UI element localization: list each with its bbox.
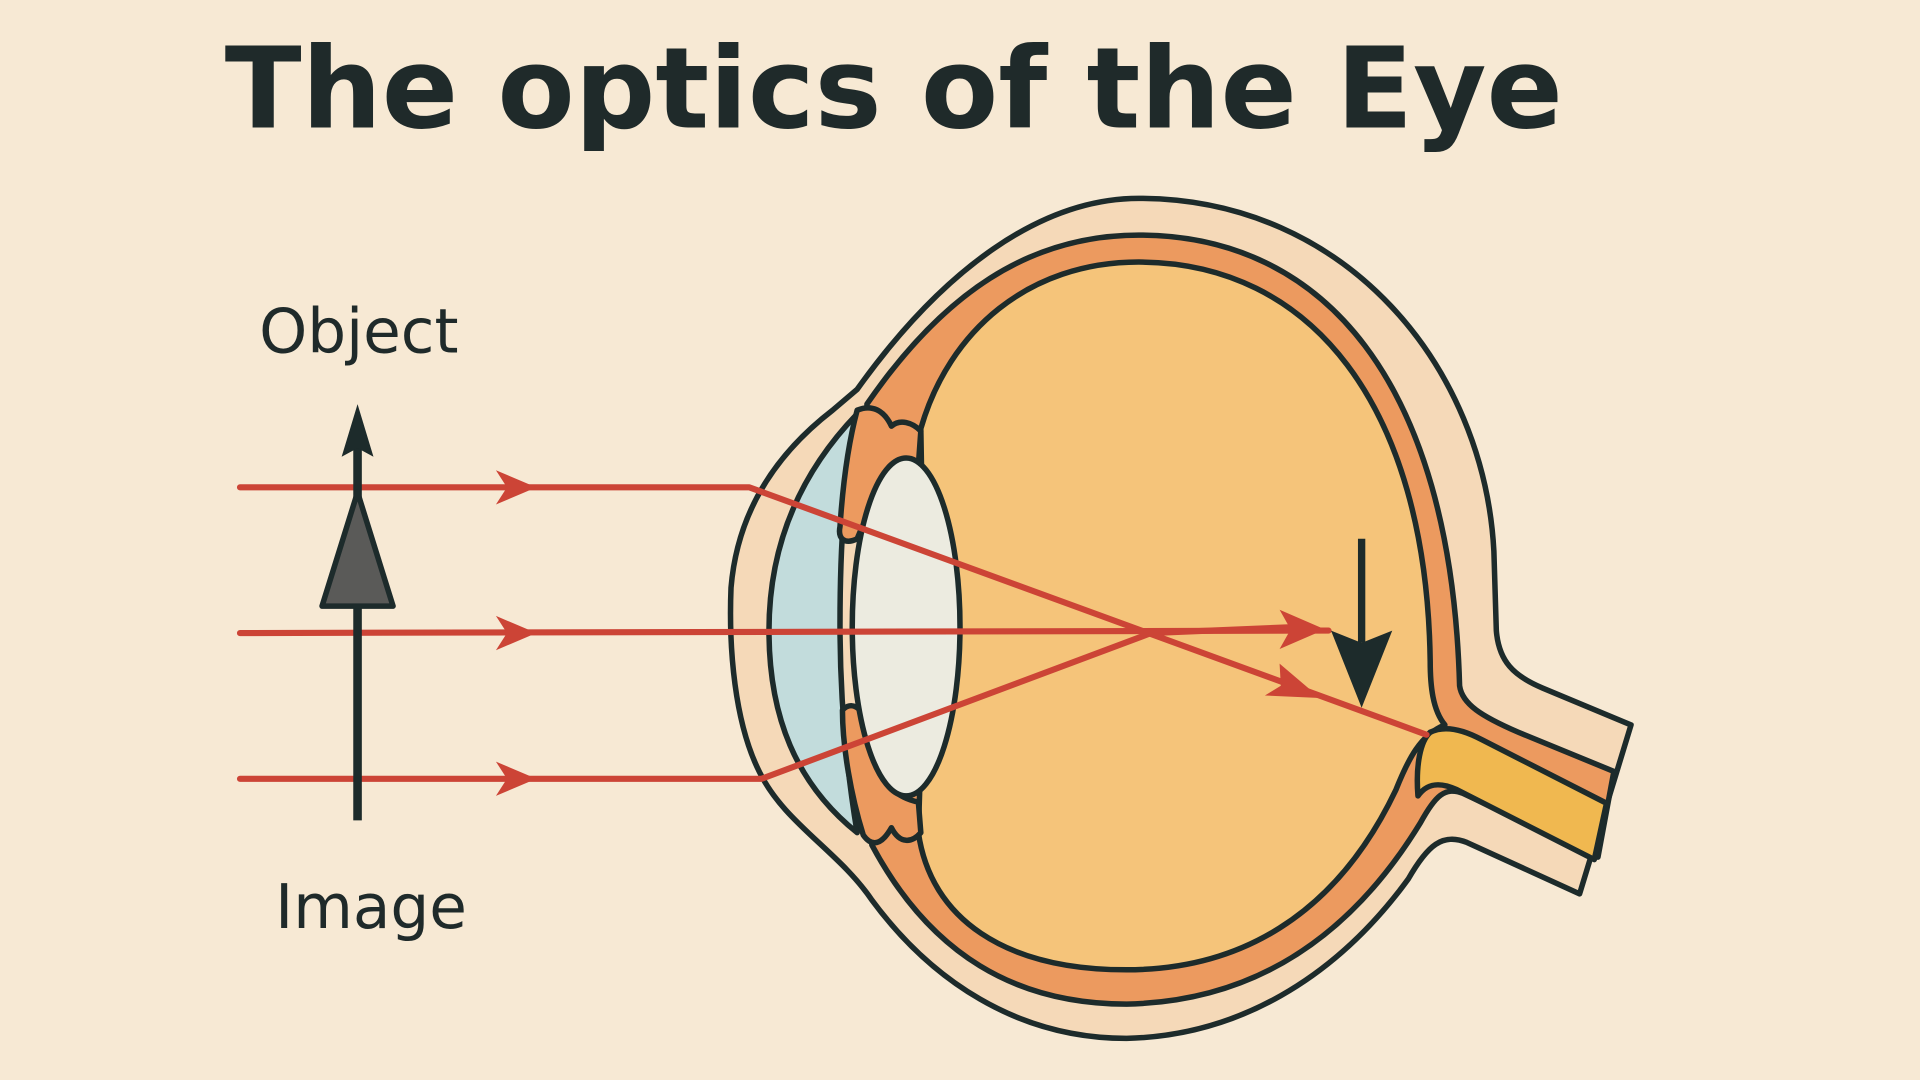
diagram-title: The optics of the Eye [225,22,1563,154]
ray-top [236,484,1430,738]
lens [849,455,963,799]
ray-arrowhead [495,761,537,796]
ray-middle [236,627,1332,637]
ray-bottom [236,623,1302,782]
ray-arrowhead [1264,663,1320,698]
object-label: Object [259,297,458,368]
ray-arrowhead [495,615,537,651]
object-arrow [319,404,396,821]
light-rays [236,470,1430,796]
image-arrow [1331,538,1393,708]
optic-nerve [1414,726,1610,863]
ray-arrowhead [1279,609,1325,649]
ray-arrowhead [495,470,537,505]
vitreous-body [915,259,1448,973]
image-label: Image [275,872,467,943]
